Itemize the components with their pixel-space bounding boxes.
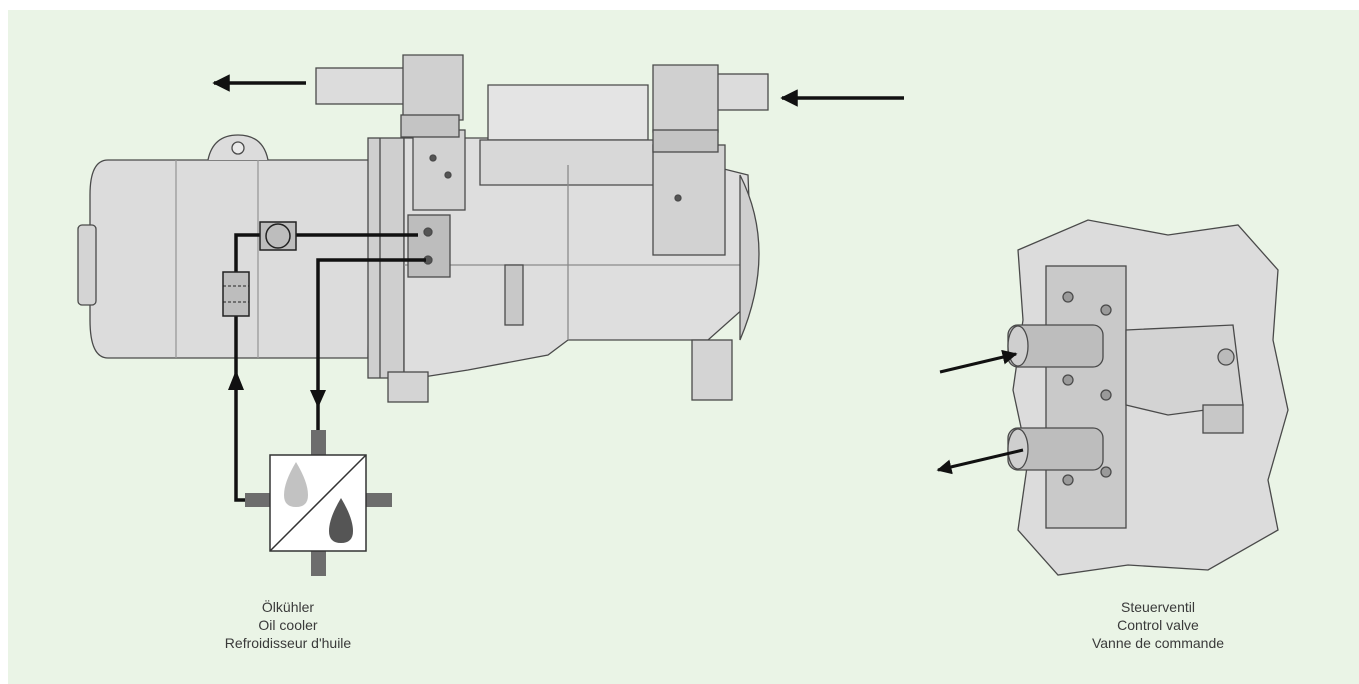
arrow-icon [228,370,244,390]
arrow-icon [310,390,326,408]
oil-drop-icon [284,462,308,507]
arrow-icon [936,448,1024,475]
heat-exchanger-icon [245,430,392,576]
caption-de: Steuerventil [1121,599,1195,615]
caption-fr: Vanne de commande [1091,635,1225,651]
compressor [77,84,760,403]
control-valve-illustration [1007,219,1289,576]
arrow-icon [939,349,1018,374]
oil-drop-icon [329,498,353,543]
suction-pipe [652,64,769,153]
diagram-canvas: Ölkühler Oil cooler Refroidisseur d'huil… [8,10,1359,684]
caption-de: Ölkühler [261,599,315,615]
motor-housing [89,159,371,359]
oil-filter-symbol [259,221,297,251]
caption-en: Control valve [1117,617,1199,633]
control-valve-caption: Steuerventil Control valve Vanne de comm… [1068,598,1248,652]
oil-cooler-caption: Ölkühler Oil cooler Refroidisseur d'huil… [198,598,378,652]
caption-en: Oil cooler [258,617,318,633]
caption-fr: Refroidisseur d'huile [224,635,352,651]
discharge-pipe [315,54,464,138]
diagram-art [77,54,1289,576]
check-valve-symbol [222,271,250,317]
